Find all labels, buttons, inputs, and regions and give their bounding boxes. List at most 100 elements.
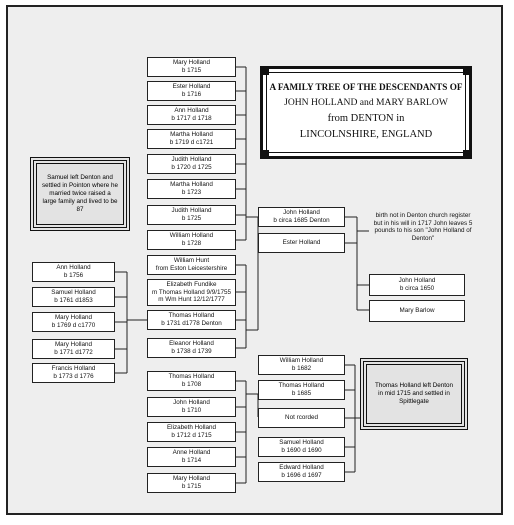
person-dates: b circa 1650 (399, 285, 435, 292)
person-name: William Holland (279, 357, 324, 365)
person-name: John Holland (283, 209, 320, 217)
person-name: Samuel Holland (51, 289, 96, 297)
person-box: Mary Holland b 1715 (147, 473, 236, 493)
thomas-note: Thomas Holland left Denton in mid 1715 a… (360, 358, 468, 430)
person-name: Mary Barlow (399, 307, 435, 315)
samuel-note-text: Samuel left Denton and settled in Pointo… (42, 174, 118, 213)
person-box: Martha Holland b 1723 (147, 179, 236, 199)
title-line-4: LINCOLNSHIRE, ENGLAND (299, 129, 433, 140)
person-dates: b 1720 d 1725 (171, 164, 212, 171)
person-dates: b 1773 d 1776 (53, 373, 94, 380)
person-box: Thomas Holland b 1731 d1778 Denton (147, 310, 236, 330)
person-box: Samuel Holland b 1761 d1853 (32, 287, 115, 307)
person-dates: from Eston Leicestershire (155, 265, 228, 272)
person-box: Mary Holland b 1769 d c1770 (32, 312, 115, 332)
person-name: Francis Holland (51, 365, 96, 373)
person-name: Elizabeth Holland (166, 424, 216, 432)
person-box: Judith Holland b 1720 d 1725 (147, 154, 236, 174)
person-box: Edward Holland b 1696 d 1697 (258, 462, 345, 482)
person-dates: b 1725 (181, 215, 202, 222)
title-line-2: JOHN HOLLAND and MARY BARLOW (284, 97, 448, 108)
person-name: Eleanor Holland (169, 340, 214, 348)
person-dates: b 1716 (181, 91, 202, 98)
person-dates: b 1682 (291, 365, 312, 372)
person-box: Mary Holland b 1715 (147, 57, 236, 77)
birth-note-text: birth not in Denton church register but … (373, 212, 473, 242)
person-name: Mary Holland (54, 314, 93, 322)
person-name: Edward Holland (279, 464, 324, 472)
person-box: William Holland b 1728 (147, 230, 236, 250)
person-box: Ann Holland b 1756 (32, 262, 115, 282)
person-box: Not rcorded (258, 408, 345, 428)
person-name: William Hunt (173, 257, 210, 265)
person-dates: b 1731 d1778 Denton (161, 320, 222, 327)
thomas-note-text: Thomas Holland left Denton in mid 1715 a… (374, 382, 454, 405)
person-name: Martha Holland (170, 131, 213, 139)
person-name: Not rcorded (285, 414, 318, 422)
person-box: Elizabeth Holland b 1712 d 1715 (147, 422, 236, 442)
person-dates: b 1712 d 1715 (171, 432, 212, 439)
person-dates: b 1738 d 1739 (171, 348, 212, 355)
person-box: John Holland b 1710 (147, 397, 236, 417)
person-box: Eleanor Holland b 1738 d 1739 (147, 338, 236, 358)
person-dates: b 1756 (63, 272, 84, 279)
person-name: Thomas Holland (168, 373, 215, 381)
person-box: Thomas Holland b 1685 (258, 380, 345, 400)
birth-note: birth not in Denton church register but … (372, 212, 474, 242)
person-name: Samuel Holland (279, 439, 324, 447)
corner-mark (260, 66, 269, 75)
person-box: John Holland b circa 1685 Denton (258, 207, 345, 227)
person-dates: b 1690 d 1690 (281, 447, 322, 454)
corner-mark (260, 150, 269, 159)
title-block: A FAMILY TREE OF THE DESCENDANTS OF JOHN… (260, 66, 472, 159)
person-name: Thomas Holland (168, 312, 215, 320)
person-dates: b 1728 (181, 240, 202, 247)
person-box: Thomas Holland b 1708 (147, 371, 236, 391)
person-dates: b 1771 d1772 (54, 349, 93, 356)
person-box: Ann Holland b 1717 d 1718 (147, 105, 236, 125)
person-dates: b 1715 (181, 483, 202, 490)
person-dates: b 1719 d c1721 (169, 139, 214, 146)
samuel-note: Samuel left Denton and settled in Pointo… (30, 157, 130, 231)
person-box: William Hunt from Eston Leicestershire (147, 255, 236, 275)
person-box: William Holland b 1682 (258, 355, 345, 375)
person-box: John Holland b circa 1650 (369, 274, 465, 296)
person-dates: b circa 1685 Denton (273, 217, 330, 224)
person-name: Judith Holland (171, 156, 212, 164)
person-name: Anne Holland (172, 449, 211, 457)
person-box: Anne Holland b 1714 (147, 447, 236, 467)
title-line-1: A FAMILY TREE OF THE DESCENDANTS OF (269, 82, 463, 92)
corner-mark (463, 150, 472, 159)
corner-mark (463, 66, 472, 75)
person-name: Mary Holland (172, 475, 211, 483)
person-box: Mary Holland b 1771 d1772 (32, 339, 115, 359)
person-name: Mary Holland (54, 341, 93, 349)
person-box: Ester Holland b 1716 (147, 81, 236, 101)
person-name: John Holland (173, 399, 210, 407)
person-name: Ann Holland (56, 264, 91, 272)
person-box: Judith Holland b 1725 (147, 205, 236, 225)
person-dates: b 1710 (181, 407, 202, 414)
person-name: Mary Holland (172, 59, 211, 67)
person-name: Ester Holland (282, 239, 321, 247)
person-name: William Holland (169, 232, 214, 240)
person-name: Ester Holland (172, 83, 211, 91)
person-name: Martha Holland (170, 181, 213, 189)
person-box: Martha Holland b 1719 d c1721 (147, 129, 236, 149)
person-box: Samuel Holland b 1690 d 1690 (258, 437, 345, 457)
person-dates: b 1717 d 1718 (171, 115, 212, 122)
person-dates: b 1708 (181, 381, 202, 388)
person-extra: m Wm Hunt 12/12/1777 (158, 296, 225, 304)
person-dates: m Thomas Holland 9/9/1755 (152, 288, 231, 296)
person-dates: b 1723 (181, 189, 202, 196)
person-dates: b 1714 (181, 457, 202, 464)
person-box: Elizabeth Fundike m Thomas Holland 9/9/1… (147, 279, 236, 306)
person-dates: b 1769 d c1770 (51, 322, 96, 329)
title-line-3: from DENTON in (327, 113, 405, 124)
person-dates: b 1761 d1853 (54, 297, 93, 304)
person-name: Judith Holland (171, 207, 212, 215)
person-name: Elizabeth Fundike (166, 281, 217, 289)
person-name: Thomas Holland (278, 382, 325, 390)
person-dates: b 1696 d 1697 (281, 472, 322, 479)
person-dates: b 1715 (181, 67, 202, 74)
